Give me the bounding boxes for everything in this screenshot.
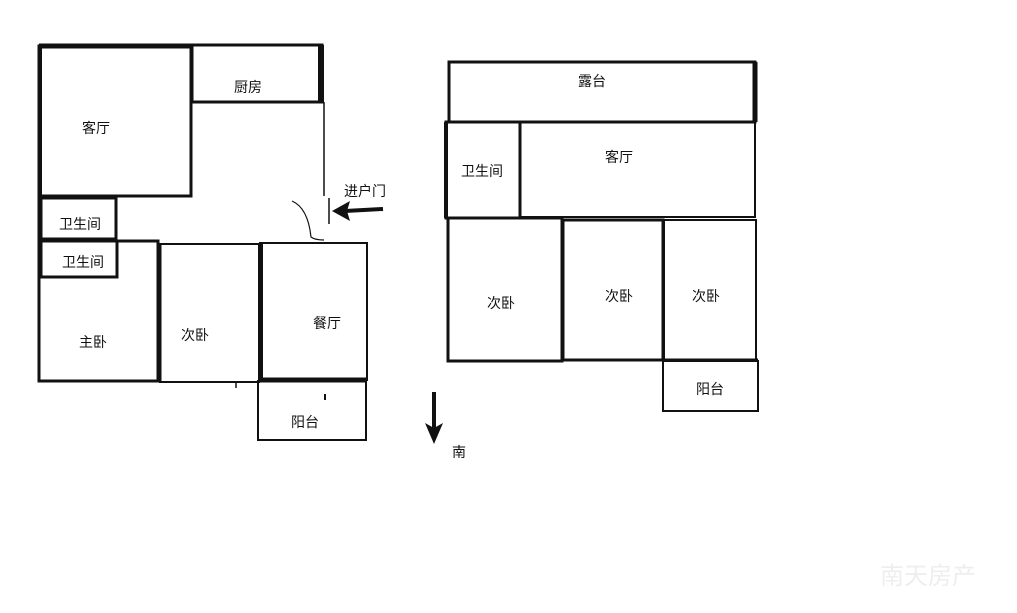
floor2-bed2-label: 次卧 [605, 289, 633, 305]
floor2-balcony-label: 阳台 [696, 382, 724, 398]
floor1-living-label: 客厅 [82, 120, 110, 137]
floor1-bath1-label: 卫生间 [59, 217, 101, 233]
floor2-terrace-label: 露台 [578, 74, 606, 90]
floor2-living-label: 客厅 [605, 149, 633, 166]
floor2-bath-label: 卫生间 [461, 164, 503, 180]
floor2-bed1-label: 次卧 [487, 296, 515, 312]
south-arrow-icon [425, 392, 443, 444]
floor1-living-room [37, 44, 193, 198]
floor1-second-bedroom [159, 243, 260, 383]
watermark: 南天房产 [880, 562, 976, 590]
floor1-kitchen-label: 厨房 [234, 80, 262, 96]
floor1-bath2-label: 卫生间 [62, 255, 104, 271]
entrance-arrow-icon [332, 201, 384, 221]
floor2-plan [444, 60, 759, 412]
floor1-master-bedroom [37, 239, 160, 383]
floor1-dining-label: 餐厅 [313, 316, 341, 332]
floor2-living-room [519, 121, 756, 218]
compass-label: 南 [452, 445, 466, 461]
floor1-master-label: 主卧 [79, 335, 107, 351]
floor1-dining-room [259, 242, 368, 381]
floor2-bedroom-1 [446, 216, 564, 363]
floor1-balcony-label: 阳台 [291, 415, 319, 431]
floor2-terrace [447, 60, 757, 124]
floor1-plan [37, 43, 368, 441]
floor2-balcony [662, 360, 759, 412]
floor2-bed3-label: 次卧 [692, 289, 720, 305]
floor1-balcony [257, 380, 367, 441]
floor1-second-label: 次卧 [181, 328, 209, 344]
floor1-door-swing [291, 200, 325, 241]
entrance-label: 进户门 [344, 183, 386, 200]
